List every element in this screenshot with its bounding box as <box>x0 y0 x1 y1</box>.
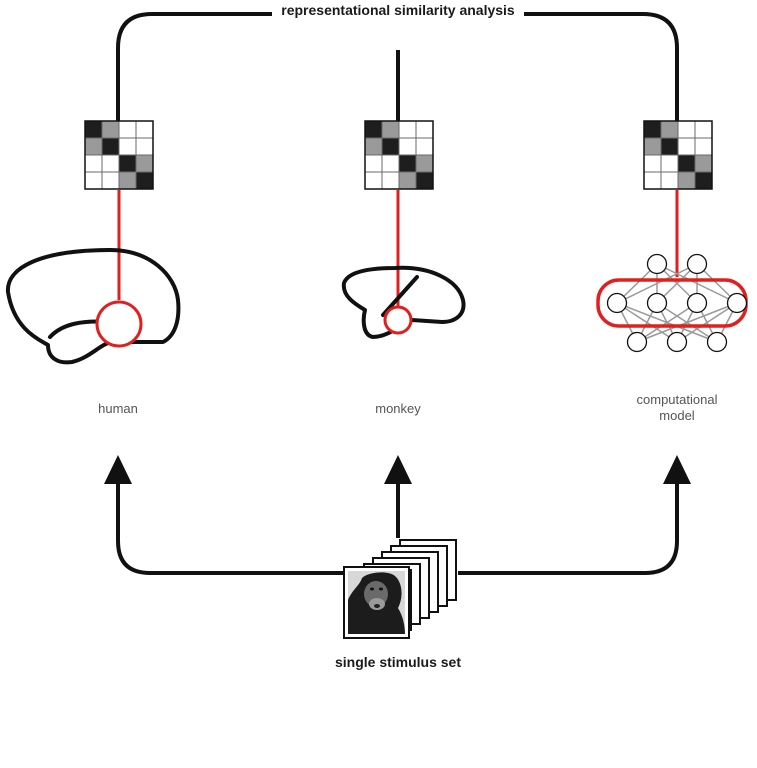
matrix-cell <box>364 154 383 173</box>
matrix-cell <box>398 171 417 190</box>
matrix-cell <box>643 154 662 173</box>
network-node <box>666 331 688 353</box>
matrix-cell <box>381 154 400 173</box>
matrix-cell <box>643 171 662 190</box>
matrix-cell <box>135 120 154 139</box>
label-model-line1: computational <box>636 392 718 407</box>
connector-right-top <box>524 12 679 121</box>
matrix-cell <box>135 171 154 190</box>
connector-left-top <box>116 12 272 121</box>
matrix-cell <box>398 154 417 173</box>
matrix-cell <box>694 154 713 173</box>
matrix-cell <box>101 120 120 139</box>
matrix-cell <box>118 120 137 139</box>
label-monkey: monkey <box>375 401 421 416</box>
matrix-cell <box>677 120 696 139</box>
matrix-cell <box>381 137 400 156</box>
matrix-cell <box>101 154 120 173</box>
matrix-cell <box>415 154 434 173</box>
arrowhead-monkey <box>384 455 412 484</box>
network-node <box>606 292 628 314</box>
matrix-cell <box>84 120 103 139</box>
network-edge <box>636 302 698 343</box>
matrix-cell <box>415 171 434 190</box>
network-node <box>726 292 748 314</box>
matrix-cell <box>660 171 679 190</box>
matrix-cell <box>84 171 103 190</box>
label-human: human <box>98 401 138 416</box>
matrix-cell <box>677 171 696 190</box>
matrix-cell <box>415 120 434 139</box>
matrix-cell <box>677 154 696 173</box>
matrix-cell <box>135 154 154 173</box>
network-node <box>646 253 668 275</box>
matrix-cell <box>398 137 417 156</box>
network-edge <box>636 302 738 343</box>
rdm-matrix-human <box>84 120 154 190</box>
matrix-cell <box>381 171 400 190</box>
chimpanzee-photo <box>343 566 410 639</box>
matrix-cell <box>118 137 137 156</box>
matrix-border <box>84 120 154 190</box>
matrix-cell <box>364 137 383 156</box>
network-edge <box>616 263 698 304</box>
matrix-cell <box>694 171 713 190</box>
matrix-cell <box>694 120 713 139</box>
matrix-cell <box>135 137 154 156</box>
network-node <box>626 331 648 353</box>
matrix-cell <box>118 154 137 173</box>
arrowhead-human <box>104 455 132 484</box>
matrix-cell <box>660 154 679 173</box>
network-node <box>646 292 668 314</box>
matrix-cell <box>118 171 137 190</box>
matrix-cell <box>364 120 383 139</box>
matrix-cell <box>677 137 696 156</box>
stimulus-stack <box>343 539 457 639</box>
matrix-cell <box>660 120 679 139</box>
arrow-to-human <box>116 480 348 575</box>
monkey-brain-icon <box>341 265 466 339</box>
matrix-cell <box>101 171 120 190</box>
matrix-cell <box>101 137 120 156</box>
network-node <box>686 292 708 314</box>
network-node <box>686 253 708 275</box>
label-model: computational model <box>617 392 737 424</box>
rdm-matrix-model <box>643 120 713 190</box>
network-nodes <box>606 253 748 353</box>
matrix-cell <box>660 137 679 156</box>
matrix-cell <box>84 154 103 173</box>
label-model-line2: model <box>659 408 695 423</box>
matrix-cell <box>364 171 383 190</box>
matrix-cell <box>84 137 103 156</box>
human-brain-icon <box>5 248 181 365</box>
network-edge <box>676 302 738 343</box>
arrow-to-model <box>458 480 679 575</box>
stimulus-set-label: single stimulus set <box>334 654 462 670</box>
neural-network-icon <box>596 253 748 353</box>
rdm-matrix-monkey <box>364 120 434 190</box>
arrowhead-model <box>663 455 691 484</box>
matrix-border <box>643 120 713 190</box>
matrix-border <box>364 120 434 190</box>
diagram-title: representational similarity analysis <box>281 2 515 18</box>
matrix-cell <box>398 120 417 139</box>
network-node <box>706 331 728 353</box>
matrix-cell <box>694 137 713 156</box>
matrix-cell <box>643 137 662 156</box>
matrix-cell <box>381 120 400 139</box>
matrix-cell <box>643 120 662 139</box>
matrix-cell <box>415 137 434 156</box>
